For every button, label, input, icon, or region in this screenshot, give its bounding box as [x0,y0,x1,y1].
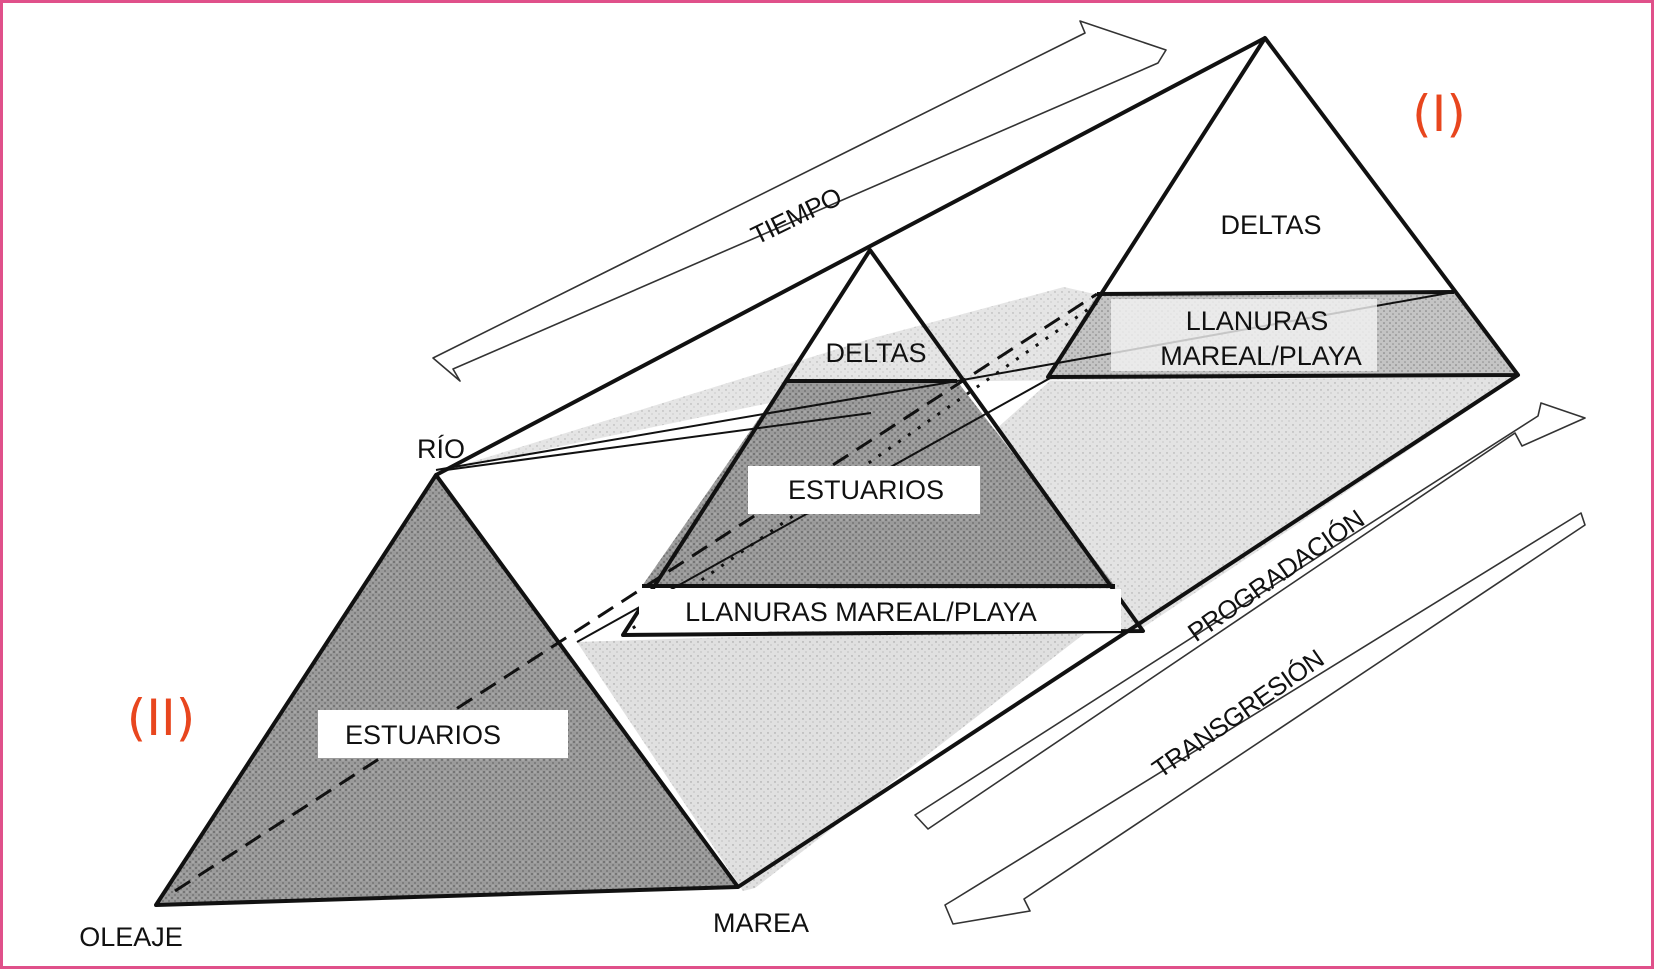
rear-band-box [1111,299,1377,371]
wave-vertex-label: OLEAJE [79,922,183,952]
middle-estuary-label: ESTUARIOS [788,475,944,505]
region-labels: DELTAS LLANURAS MAREAL/PLAYA DELTAS ESTU… [345,210,1362,750]
middle-deltas-label: DELTAS [825,338,926,368]
rear-deltas-label: DELTAS [1220,210,1321,240]
marker-front: (II) [127,689,196,747]
front-triangle-shading [156,475,738,905]
label-boxes [318,299,1377,758]
rear-band-line [1096,290,1455,296]
transgression-arrow-shape [944,512,1586,925]
river-to-middle-line [435,380,958,471]
rear-triangle-outline [1046,36,1520,379]
tide-vertex-label: MAREA [713,908,809,938]
middle-estuary-box [748,466,980,514]
river-to-middle-line-2 [445,412,872,471]
dashed-trace-line [174,292,1098,893]
time-arrow-shape [432,20,1167,382]
vertex-labels: RÍO OLEAJE MAREA [79,434,809,952]
middle-band-label: LLANURAS MAREAL/PLAYA [685,597,1037,627]
front-estuary-zone [156,475,738,905]
front-estuary-box [318,710,568,758]
rear-band-label-line2: MAREAL/PLAYA [1160,341,1362,371]
river-vertex-label: RÍO [417,434,465,464]
middle-triangle-outline [621,248,1145,637]
front-estuary-label: ESTUARIOS [345,720,501,750]
top-ridge-line [435,36,1266,477]
middle-band-box [639,589,1121,631]
markers: (I) (II) [127,85,1466,747]
marker-rear: (I) [1412,85,1466,143]
rear-band-label-line1: LLANURAS [1186,306,1329,336]
bottom-right-edge [736,373,1520,889]
prism-diagram: TIEMPO PROGRADACIÓN TRANSGRESIÓN DELTAS … [79,20,1586,952]
prism-edges [154,36,1520,907]
bottom-face [577,627,1093,891]
progradation-arrow-shape [914,402,1586,830]
front-triangle-outline [154,473,740,907]
